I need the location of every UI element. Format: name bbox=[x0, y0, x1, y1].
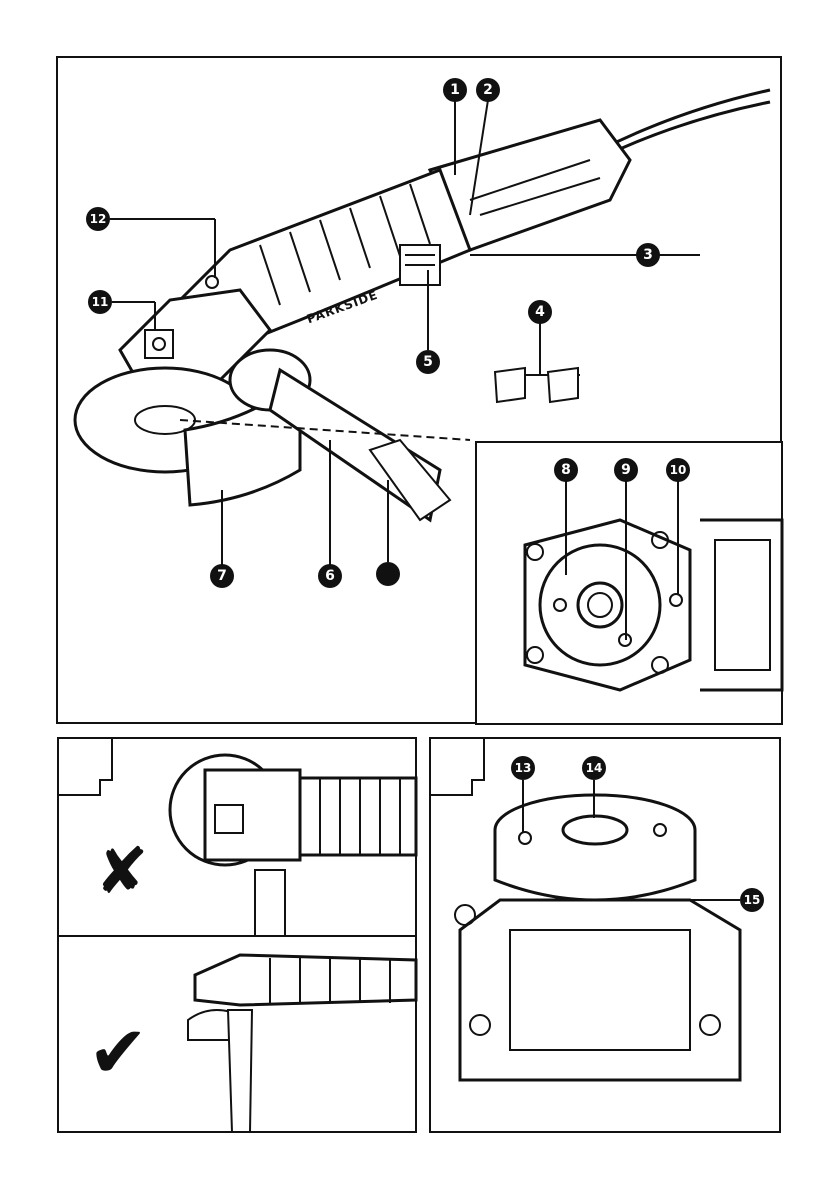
callout-14: 14 bbox=[582, 756, 606, 780]
callout-2: 2 bbox=[476, 78, 500, 102]
right-mark-icon: ✔ bbox=[88, 1010, 148, 1094]
callout-13: 13 bbox=[511, 756, 535, 780]
callout-4: 4 bbox=[528, 300, 552, 324]
callout-9: 9 bbox=[614, 458, 638, 482]
callout-3: 3 bbox=[636, 243, 660, 267]
callout-7: 7 bbox=[210, 564, 234, 588]
callout-5: 5 bbox=[416, 350, 440, 374]
callout-1: 1 bbox=[443, 78, 467, 102]
callout-8: 8 bbox=[554, 458, 578, 482]
callout-12: 12 bbox=[86, 207, 110, 231]
callout-15: 15 bbox=[740, 888, 764, 912]
callout-10: 10 bbox=[666, 458, 690, 482]
callout-11: 11 bbox=[88, 290, 112, 314]
wrong-mark-icon: ✘ bbox=[95, 835, 149, 909]
callout-6: 6 bbox=[318, 564, 342, 588]
callout-blank bbox=[376, 562, 400, 586]
